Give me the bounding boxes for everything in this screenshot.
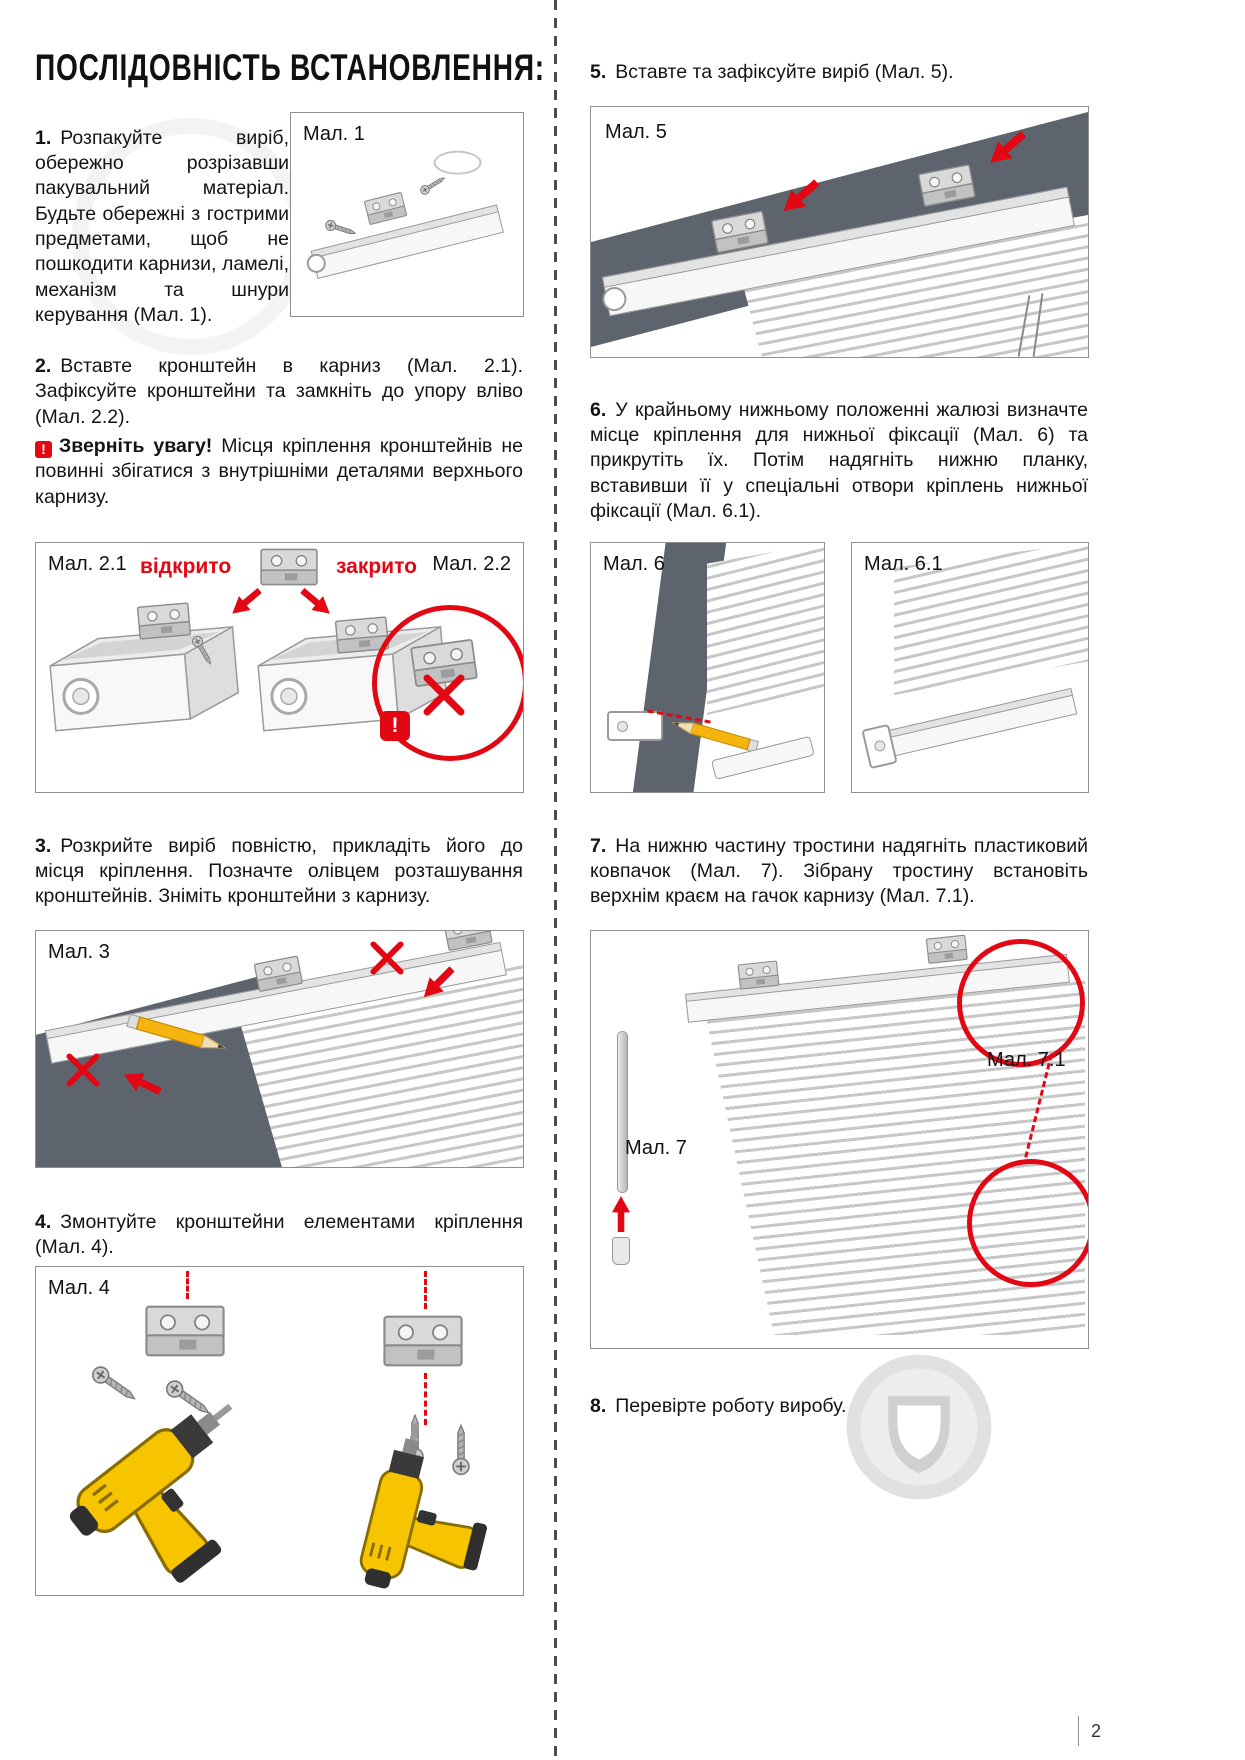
step-7-text: 7.На нижню частину тростини надягніть пл… [590, 834, 1088, 910]
figure-5: Мал. 5 [590, 106, 1089, 358]
page-number: 2 [1078, 1716, 1101, 1746]
bracket-icon [734, 958, 783, 993]
drill-guide-line [424, 1271, 427, 1309]
cornice-illustration [291, 140, 523, 316]
figure-2-2-label: Мал. 2.2 [432, 553, 511, 575]
cross-icon [366, 937, 408, 979]
step-3-number: 3. [35, 834, 52, 857]
step-4-text: 4.Змонтуйте кронштейни елементами кріпле… [35, 1210, 523, 1261]
step-5-text: 5. Вставте та зафіксуйте виріб (Мал. 5). [590, 60, 1088, 85]
bracket-icon [134, 599, 193, 644]
blind-slats [707, 543, 824, 715]
step-2-body: Вставте кронштейн в карниз (Мал. 2.1). З… [35, 355, 523, 428]
figure-7-1-label: Мал. 7.1 [987, 1049, 1066, 1071]
warning-icon: ! [35, 441, 52, 459]
figure-7-label: Мал. 7 [625, 1137, 687, 1159]
cross-icon [62, 1049, 104, 1091]
red-arrow-icon [775, 172, 825, 220]
drill-icon [35, 1369, 302, 1596]
bracket-hole [617, 721, 628, 732]
step-5-body: Вставте та зафіксуйте виріб (Мал. 5). [615, 60, 954, 83]
figure-6-label: Мал. 6 [603, 553, 665, 575]
red-arrow-up-icon [610, 1196, 632, 1232]
closed-label: закрито [336, 555, 417, 578]
figure-1: Мал. 1 [290, 112, 524, 317]
step-1-body: Розпакуйте виріб, обережно розрізавши па… [35, 126, 289, 326]
plastic-cap [612, 1237, 630, 1265]
figure-5-label: Мал. 5 [605, 121, 667, 143]
wrong-mounting-circle [372, 605, 523, 761]
step-7-body: На нижню частину тростини надягніть плас… [590, 834, 1088, 908]
bracket-icon [362, 189, 410, 228]
page-title-text: ПОСЛІДОВНІСТЬ ВСТАНОВЛЕННЯ: [35, 47, 545, 89]
bottom-rail-assembly [859, 669, 1088, 788]
step-2-text: 2.Вставте кронштейн в карниз (Мал. 2.1).… [35, 354, 523, 430]
step-4-body: Змонтуйте кронштейни елементами кріпленн… [35, 1210, 523, 1258]
figure-3-label: Мал. 3 [48, 941, 110, 963]
step-2-warning: ! Зверніть увагу! Місця кріплення кронште… [35, 434, 523, 510]
drill-icon [333, 1414, 513, 1596]
figure-3: Мал. 3 [35, 930, 524, 1168]
step-1-number: 1. [35, 126, 52, 149]
step-6-number: 6. [590, 398, 607, 421]
step-4-number: 4. [35, 1210, 52, 1233]
figure-2: Мал. 2.1 Мал. 2.2 відкрито закрито ! [35, 542, 524, 793]
step-8-body: Перевірте роботу виробу. [615, 1394, 847, 1417]
figure-2-1-label: Мал. 2.1 [48, 553, 127, 575]
step-5-number: 5. [590, 60, 607, 83]
control-cord-loop [433, 150, 482, 175]
figure-7: Мал. 7 Мал. 7.1 [590, 930, 1089, 1349]
figure-1-label: Мал. 1 [303, 123, 365, 145]
step-2-block: 2.Вставте кронштейн в карниз (Мал. 2.1).… [35, 354, 523, 510]
warning-body: Місця кріплення кронштейнів не повинні з… [35, 435, 523, 508]
bracket-icon [380, 1311, 466, 1371]
figure-4: Мал. 4 [35, 1266, 524, 1596]
drill-guide-line [186, 1271, 189, 1299]
screw-icon [323, 218, 359, 240]
step-1-text: 1.Розпакуйте виріб, обережно розрізавши … [35, 126, 289, 329]
figure-6: Мал. 6 [590, 542, 825, 793]
bracket-icon [922, 932, 971, 967]
step-6-text: 6.У крайньому нижньому положенні жалюзі … [590, 398, 1088, 525]
step-7-number: 7. [590, 834, 607, 857]
hook-detail-circle [957, 939, 1085, 1067]
open-label: відкрито [140, 555, 232, 578]
bracket-hole [873, 739, 887, 753]
warning-label: Зверніть увагу! [59, 435, 213, 458]
screw-icon [87, 1361, 143, 1408]
wand-detail-circle [967, 1159, 1088, 1287]
step-6-body: У крайньому нижньому положенні жалюзі ви… [590, 398, 1088, 522]
page-title: ПОСЛІДОВНІСТЬ ВСТАНОВЛЕННЯ: [35, 47, 706, 89]
bracket-icon [142, 1301, 228, 1361]
drill-guide-line [424, 1373, 427, 1425]
step-3-body: Розкрийте виріб повністю, прикладіть йог… [35, 834, 523, 908]
tilt-wand [617, 1031, 628, 1193]
figure-6-1-label: Мал. 6.1 [864, 553, 943, 575]
step-3-text: 3.Розкрийте виріб повністю, прикладіть й… [35, 834, 523, 910]
screw-icon [418, 172, 449, 197]
figure-6-1: Мал. 6.1 [851, 542, 1089, 793]
warning-exclamation-icon: ! [380, 711, 410, 741]
bottom-fixation-bracket [607, 711, 663, 741]
column-divider [554, 0, 557, 1760]
brand-watermark-logo [842, 1350, 996, 1504]
step-8-number: 8. [590, 1394, 607, 1417]
figure-4-label: Мал. 4 [48, 1277, 110, 1299]
step-8-text: 8. Перевірте роботу виробу. [590, 1394, 1020, 1419]
step-2-number: 2. [35, 355, 52, 377]
